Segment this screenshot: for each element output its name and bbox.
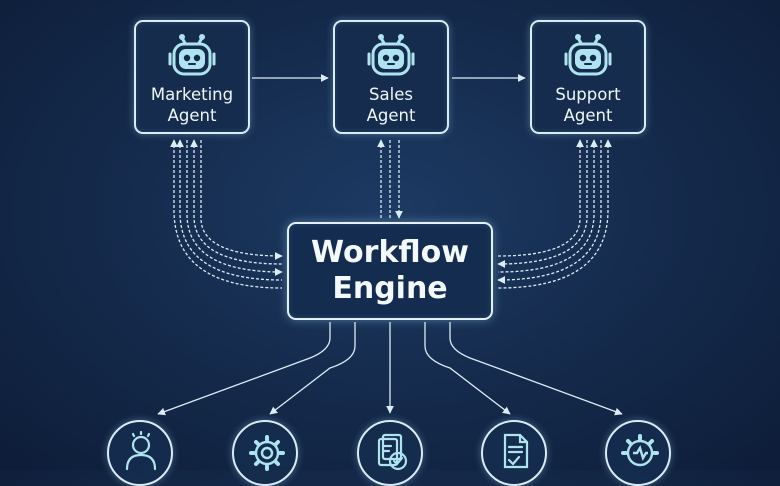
checklist-document-icon <box>377 433 408 471</box>
person-icon <box>125 431 157 471</box>
workflow-engine-node[interactable]: Workflow Engine <box>287 222 493 320</box>
engine-title-line2: Engine <box>332 271 448 306</box>
agent-name-line2: Agent <box>563 106 613 125</box>
automation-gear-icon <box>621 434 659 467</box>
marketing-engine-links <box>170 139 283 289</box>
output-gear-node[interactable] <box>232 420 298 486</box>
sales-engine-links <box>377 139 403 219</box>
support-engine-links <box>497 139 612 289</box>
agent-name-line1: Support <box>555 85 621 104</box>
support-agent-node[interactable]: Support Agent <box>530 20 646 134</box>
agent-name-line1: Marketing <box>150 85 234 104</box>
marketing-agent-node[interactable]: Marketing Agent <box>134 20 250 134</box>
agent-name-line2: Agent <box>366 106 416 125</box>
robot-icon <box>168 34 216 76</box>
output-document-node[interactable] <box>481 420 547 486</box>
engine-title-line1: Workflow <box>311 235 469 270</box>
agent-name-line1: Sales <box>369 85 413 104</box>
agent-name-line2: Agent <box>167 106 217 125</box>
robot-icon <box>564 34 612 76</box>
signed-document-icon <box>503 433 529 469</box>
gear-icon <box>249 435 285 471</box>
output-checklist-node[interactable] <box>357 420 423 486</box>
robot-icon <box>367 34 415 76</box>
output-person-node[interactable] <box>107 420 173 486</box>
sales-agent-node[interactable]: Sales Agent <box>333 20 449 134</box>
connection-wires <box>157 74 623 416</box>
output-automation-node[interactable] <box>605 420 671 486</box>
engine-output-links <box>157 322 623 416</box>
